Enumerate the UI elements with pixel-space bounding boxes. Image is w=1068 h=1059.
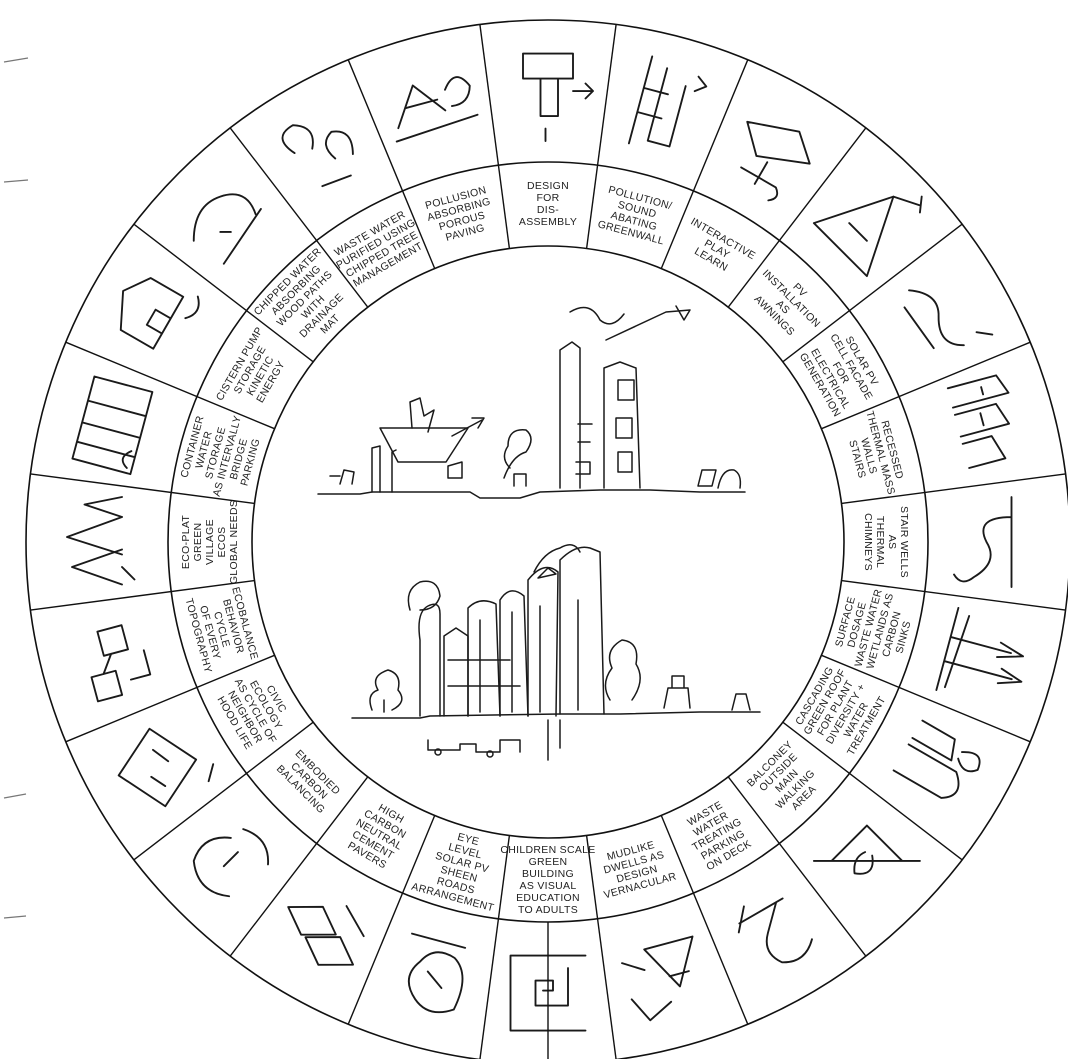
segment-label: EMBODIEDCARBONBALANCING xyxy=(274,746,344,816)
pv-awning-sketch xyxy=(814,156,934,276)
segment-label: SURFACEDOSAGEWASTE WATERWETLANDS ASCARBO… xyxy=(829,581,919,677)
segment-label: POLLUSIONABSORBINGPOROUSPAVING xyxy=(423,184,498,247)
margin-mark xyxy=(4,916,26,918)
wetland-sketch xyxy=(936,608,1035,711)
eco-village-sketch xyxy=(67,497,135,585)
center-section-sketch-upper xyxy=(318,306,745,498)
segment-label: CASCADINGGREEN ROOFFOR PLANTDIVERSITY +W… xyxy=(791,661,890,761)
solar-facade-sketch xyxy=(898,265,992,366)
segment-divider xyxy=(31,581,255,611)
balcony-sketch xyxy=(814,808,920,914)
porous-paving-sketch xyxy=(384,71,479,141)
thermal-mass-sketch xyxy=(948,373,1025,468)
ecobalance-sketch xyxy=(80,621,153,701)
segment-label: MUDLIKEDWELLS ASDESIGNVERNACULAR xyxy=(593,835,678,901)
solar-road-sketch xyxy=(394,934,472,1018)
segment-label: ECO-PLATGREENVILLAGEECOSGLOBAL NEEDS xyxy=(180,500,240,584)
segment-label: WASTEWATERTREATINGPARKINGON DECK xyxy=(678,795,755,874)
segment-divider xyxy=(661,60,748,269)
segment-label: PVINSTALLATIONASAWNINGS xyxy=(743,259,831,347)
margin-mark xyxy=(4,180,28,182)
segment-divider xyxy=(783,224,962,362)
segment-label: INTERACTIVEPLAYLEARN xyxy=(677,215,758,283)
center-section-sketch-lower xyxy=(352,545,760,760)
greenwall-sketch xyxy=(629,56,710,158)
container-storage-sketch xyxy=(72,376,152,474)
margin-mark xyxy=(4,794,26,798)
segment-label: STAIR WELLSASTHERMALCHIMNEYS xyxy=(862,506,910,578)
segment-label: ECOBALANCEBEHAVIORCYCLEOF EVERYTOPOGRAPH… xyxy=(183,585,261,675)
vernacular-sketch xyxy=(620,937,711,1024)
cistern-pump-sketch xyxy=(106,263,204,358)
segment-divider xyxy=(728,128,866,307)
segment-label: HIGHCARBONNEUTRALCEMENTPAVERS xyxy=(342,796,416,874)
segment-label: SOLAR PVCELL FACADEFORELECTRICALGENERATI… xyxy=(796,326,885,420)
pavers-sketch xyxy=(271,881,377,980)
margin-mark xyxy=(4,58,28,62)
parking-deck-sketch xyxy=(729,885,817,978)
segment-divider xyxy=(842,474,1066,504)
disassembly-sketch xyxy=(523,54,593,142)
stair-chimney-sketch xyxy=(954,497,1012,587)
wood-path-sketch xyxy=(182,179,270,267)
green-roof-sketch xyxy=(894,721,986,807)
carbon-balance-sketch xyxy=(184,814,277,907)
segment-label: POLLUTION/SOUNDABATINGGREENWALL xyxy=(596,183,674,247)
segment-divider xyxy=(134,722,313,860)
segment-label: RECESSEDTHERMAL MASSWALLSSTAIRS xyxy=(840,407,909,503)
middle-ring xyxy=(168,162,928,922)
play-learn-sketch xyxy=(719,107,821,209)
civic-ecology-sketch xyxy=(106,710,219,819)
tree-purify-sketch xyxy=(278,104,365,196)
